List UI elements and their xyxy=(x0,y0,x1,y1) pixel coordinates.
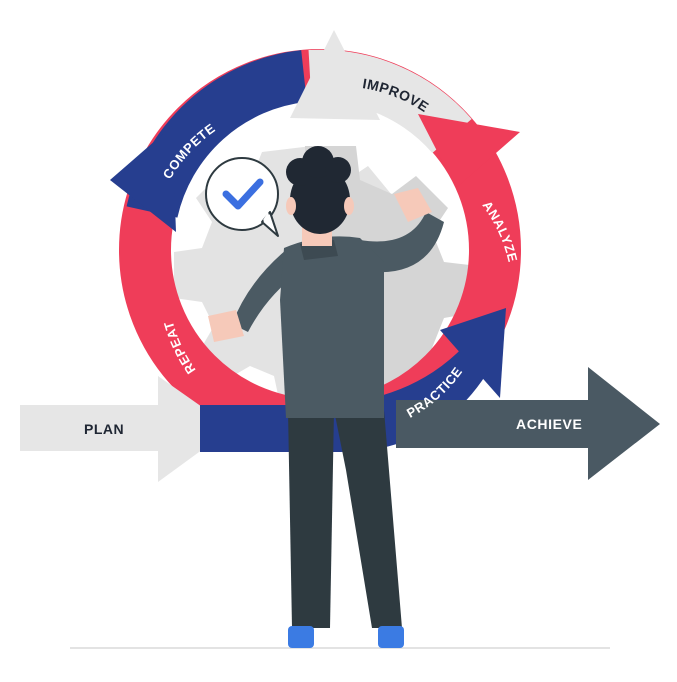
label-achieve: ACHIEVE xyxy=(516,416,582,432)
achieve-arrow xyxy=(396,367,660,480)
plan-arrow xyxy=(20,376,232,482)
improve-arrowhead xyxy=(290,30,380,120)
analyze-arrowhead xyxy=(418,114,520,188)
practice-arrowhead xyxy=(440,308,506,398)
label-plan: PLAN xyxy=(84,421,124,437)
compete-arrowhead xyxy=(110,126,176,232)
checkmark-speech-bubble-icon xyxy=(205,157,279,237)
person-figure xyxy=(208,146,444,648)
